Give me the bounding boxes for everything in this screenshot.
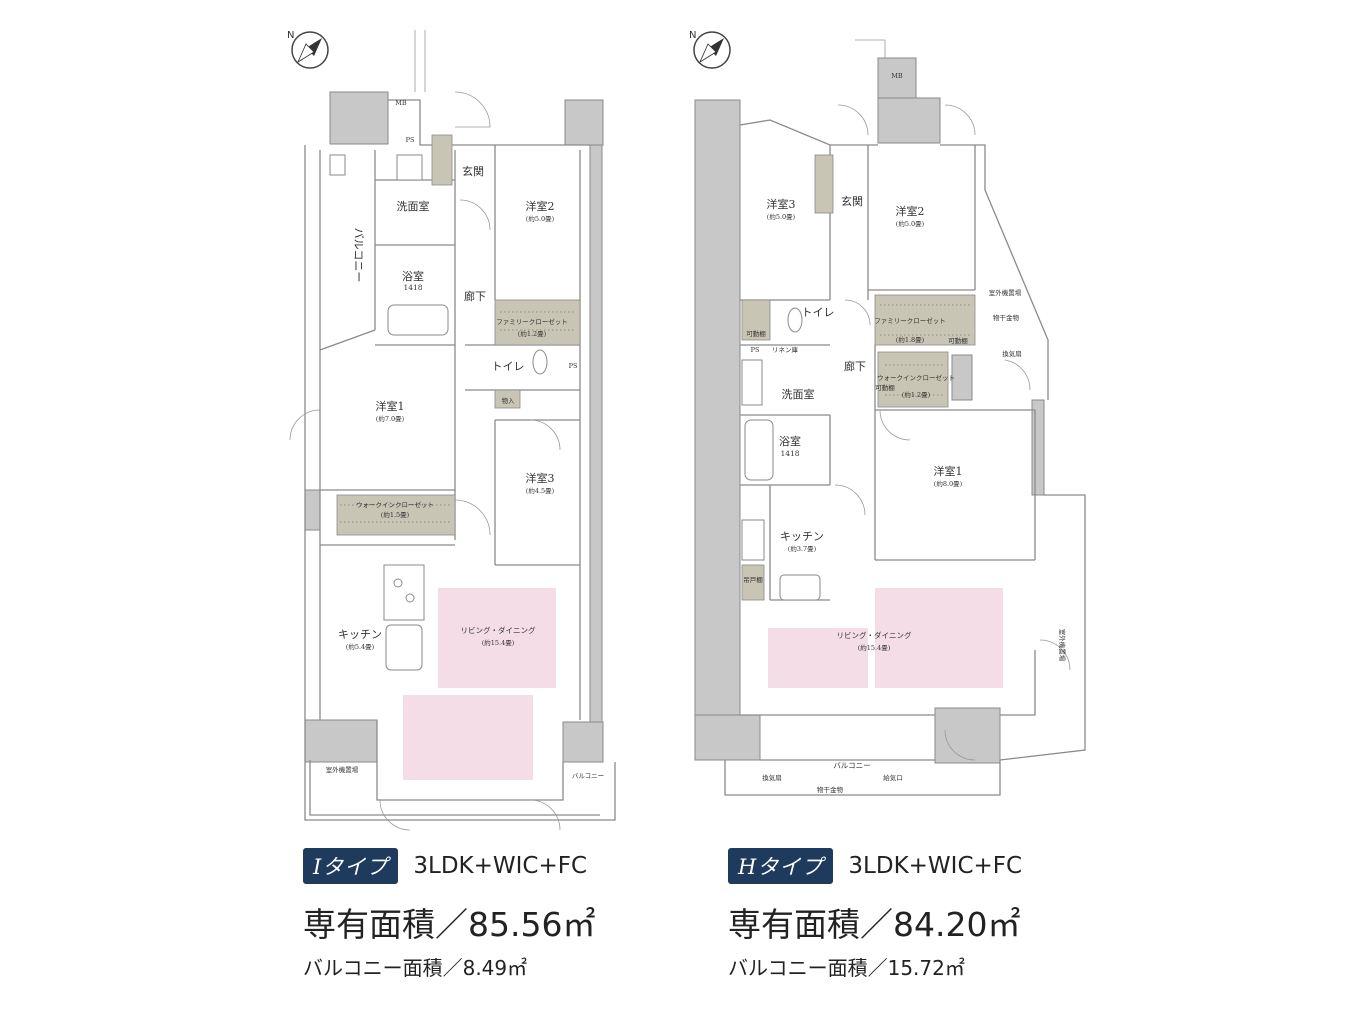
ld-label: リビング・ダイニング	[837, 630, 912, 640]
movable-shelf-label: 可動棚	[746, 329, 766, 338]
room3-label: 洋室3	[526, 471, 555, 485]
plan-h-info: Hタイプ 3LDK+WIC+FC 専有面積／84.20㎡ バルコニー面積／15.…	[728, 848, 1022, 981]
floor-plans: N	[287, 30, 1086, 831]
hall-label: 廊下	[844, 359, 866, 373]
family-closet-size-label: (約1.2畳)	[518, 329, 547, 338]
ps2-label: PS	[569, 362, 578, 370]
plan-h-type: N	[689, 30, 1086, 796]
outdoor-unit-label: 室外機置場	[326, 765, 359, 774]
family-closet-size-label: (約1.8畳)	[896, 335, 925, 344]
type-badge: Iタイプ	[303, 848, 399, 884]
toilet-label: トイレ	[802, 306, 835, 319]
room2-size-label: (約5.0畳)	[526, 214, 555, 223]
wall-block	[304, 489, 321, 531]
wall-block	[562, 721, 604, 763]
entrance-label: 玄関	[841, 194, 863, 208]
balcony-area: バルコニー面積／8.49㎡	[303, 956, 528, 980]
room3-size-label: (約5.0畳)	[767, 212, 796, 221]
room2-label: 洋室2	[896, 204, 925, 218]
storage-label: 物入	[502, 396, 516, 405]
vent2-label: 換気扇	[762, 773, 782, 782]
room2-label: 洋室2	[526, 199, 555, 213]
layout-label: 3LDK+WIC+FC	[413, 853, 588, 879]
balcony2-label: バルコニー	[572, 772, 604, 780]
ld-size-label: (約15.4畳)	[858, 643, 891, 652]
layout-label: 3LDK+WIC+FC	[848, 853, 1023, 879]
outdoor-unit-label: 室外機置場	[989, 288, 1022, 297]
room3-label: 洋室3	[767, 197, 796, 211]
pantry-label: 吊戸棚	[743, 575, 763, 584]
movable-shelf3-label: 可動棚	[875, 383, 895, 392]
vent3-label: 給気口	[883, 773, 903, 782]
balcony-area: バルコニー面積／15.72㎡	[728, 956, 965, 980]
wall-block	[329, 91, 389, 145]
plan-i-type: N	[287, 30, 616, 831]
entrance-label: 玄関	[462, 164, 484, 178]
exclusive-area: 専有面積／84.20㎡	[728, 905, 1021, 944]
wall-block	[564, 99, 604, 146]
wic-label: ウォークインクローゼット	[877, 373, 955, 382]
room2-size-label: (約5.0畳)	[896, 219, 925, 228]
bath-label: 浴室	[402, 269, 424, 283]
type-badge: Hタイプ	[728, 848, 834, 884]
room1-label: 洋室1	[934, 464, 963, 478]
compass-icon: N	[689, 30, 731, 69]
wall-block	[304, 719, 378, 763]
hall-label: 廊下	[464, 289, 486, 303]
kitchen-size-label: (約5.4畳)	[346, 642, 375, 651]
kitchen-size-label: (約3.7畳)	[788, 544, 817, 553]
plan-i-info: Iタイプ 3LDK+WIC+FC 専有面積／85.56㎡ バルコニー面積／8.4…	[303, 848, 595, 981]
family-closet-label: ファミリークローゼット	[496, 317, 568, 326]
storage-side-label: 物干金物	[993, 313, 1020, 322]
room1-size-label: (約8.0畳)	[934, 479, 963, 488]
wic-size-label: (約1.5畳)	[381, 510, 410, 519]
balcony-label: バルコニー	[352, 228, 365, 283]
ld-size-label: (約15.4畳)	[482, 638, 515, 647]
kitchen-label: キッチン	[780, 530, 824, 543]
room3-size-label: (約4.5畳)	[526, 486, 555, 495]
room1-label: 洋室1	[376, 399, 405, 413]
compass-icon: N	[287, 30, 329, 69]
movable-shelf2-label: 可動棚	[948, 336, 968, 345]
balcony-label: バルコニー	[833, 761, 870, 770]
svg-text:N: N	[287, 30, 294, 41]
room1-size-label: (約7.0畳)	[376, 414, 405, 423]
living-dining-area	[438, 588, 556, 688]
kitchen-label: キッチン	[338, 628, 382, 641]
wall-block	[589, 144, 603, 726]
vent-label: 換気扇	[1002, 349, 1022, 358]
wic-label: ウォークインクローゼット	[356, 500, 434, 509]
toilet-label: トイレ	[492, 360, 525, 373]
door	[454, 91, 491, 128]
svg-text:N: N	[689, 30, 696, 41]
ps-label: PS	[751, 346, 760, 354]
mb-label: MB	[395, 99, 407, 107]
outdoor-unit2-label: 室外機置場	[1058, 629, 1067, 662]
ps-label: PS	[406, 136, 415, 144]
mb-label: MB	[891, 72, 903, 80]
storage-side2-label: 物干金物	[817, 785, 844, 794]
family-closet-label: ファミリークローゼット	[874, 316, 946, 325]
ld-label: リビング・ダイニング	[461, 625, 536, 635]
wash-room-label: 洗面室	[782, 387, 815, 401]
linen-label: リネン庫	[772, 345, 799, 354]
exclusive-area: 専有面積／85.56㎡	[303, 905, 596, 944]
wic-size-label: (約1.2畳)	[902, 390, 931, 399]
bath-label: 浴室	[779, 434, 801, 448]
bath-size-label: 1418	[780, 449, 799, 458]
bath-size-label: 1418	[403, 283, 422, 292]
wash-room-label: 洗面室	[397, 199, 430, 213]
